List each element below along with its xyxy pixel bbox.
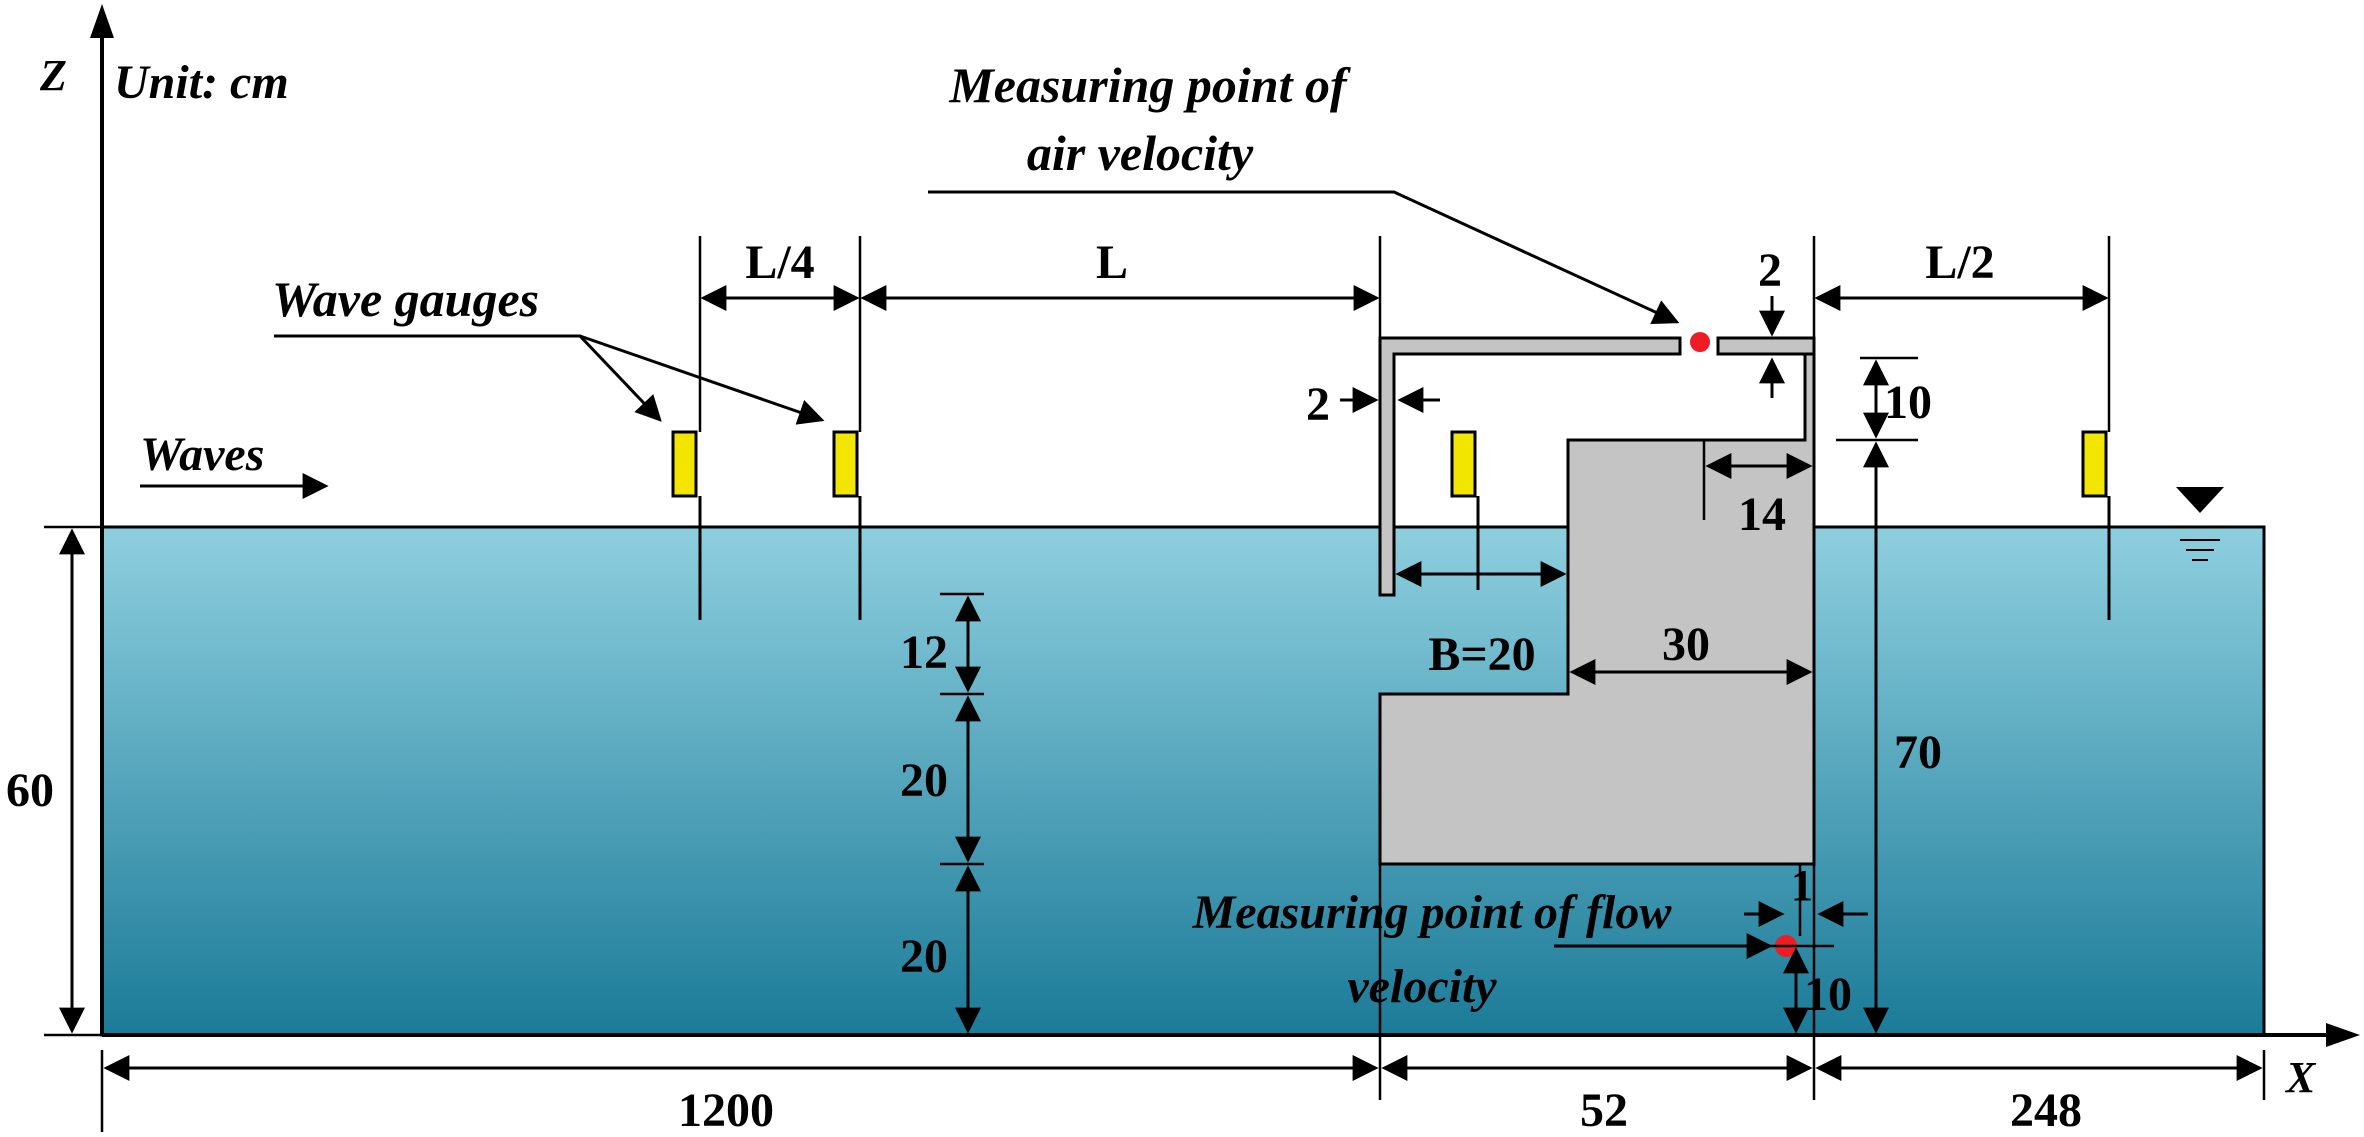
dim-L-half: L/2: [1925, 236, 1994, 289]
air-velocity-label-line2: air velocity: [1027, 125, 1254, 181]
wave-gauges: [671, 430, 2111, 620]
dim-length-248: 248: [2010, 1084, 2082, 1137]
wave-gauge-1: [671, 430, 702, 620]
dim-probe-offset: 1: [1791, 861, 1813, 910]
water-depth-dim: [44, 525, 102, 1037]
wave-gauge-4: [2081, 430, 2111, 620]
dim-structure-height: 70: [1894, 726, 1942, 779]
wave-gauges-leader-b: [579, 334, 825, 425]
dim-length-1200: 1200: [678, 1084, 774, 1137]
top-plate-right: [1716, 336, 1816, 356]
dim-depth-20-upper: 20: [900, 754, 948, 807]
coordinate-axes: Z X: [39, 4, 2360, 1102]
wave-gauge-2: [832, 430, 862, 620]
x-axis-arrowhead: [2326, 1023, 2360, 1047]
bottom-extension-lines: [100, 864, 2266, 1132]
wave-gauges-label: Wave gauges: [272, 271, 539, 327]
gauge-sensor-2: [832, 430, 859, 498]
waves-label: Waves: [140, 428, 264, 481]
top-plate-left: [1378, 336, 1682, 597]
gauge-sensor-1: [671, 430, 698, 498]
dim-depth-20-lower: 20: [900, 930, 948, 983]
flow-velocity-label-line1: Measuring point of flow: [1192, 886, 1673, 939]
dim-length-52: 52: [1580, 1084, 1628, 1137]
water-body: [100, 525, 2266, 1037]
z-axis-arrowhead: [90, 4, 114, 38]
dim-lip-length: 14: [1738, 488, 1786, 541]
dim-top-thickness: 2: [1758, 244, 1782, 297]
dim-water-depth: 60: [6, 764, 54, 817]
air-velocity-point: [1690, 332, 1710, 352]
water-level-symbol: [2176, 487, 2224, 561]
z-axis-label: Z: [39, 51, 67, 100]
dim-probe-height: 10: [1804, 968, 1852, 1021]
top-extension-lines: [698, 236, 2111, 432]
flow-velocity-label-line2: velocity: [1347, 960, 1497, 1013]
dim-L: L: [1096, 236, 1128, 289]
depth-chain-dim: [940, 592, 984, 1034]
dim-gap-height: 10: [1884, 376, 1932, 429]
dim-L-quarter: L/4: [745, 236, 814, 289]
gauge-sensor-4: [2081, 430, 2108, 498]
dim-caisson-width: 30: [1662, 618, 1710, 671]
dim-depth-12: 12: [900, 626, 948, 679]
probe-offset-dim: [1744, 864, 1868, 936]
air-velocity-label-line1: Measuring point of: [948, 57, 1351, 113]
unit-label: Unit: cm: [114, 56, 289, 109]
air-velocity-leader: [928, 190, 1680, 325]
x-axis-label: X: [2284, 1053, 2317, 1102]
gauge-sensor-3: [1450, 430, 1477, 498]
dim-front-thickness: 2: [1306, 378, 1330, 431]
dim-chamber-width: B=20: [1428, 628, 1535, 681]
wave-gauges-leader-a: [274, 334, 662, 422]
gap-height-dim: [1836, 356, 1918, 442]
